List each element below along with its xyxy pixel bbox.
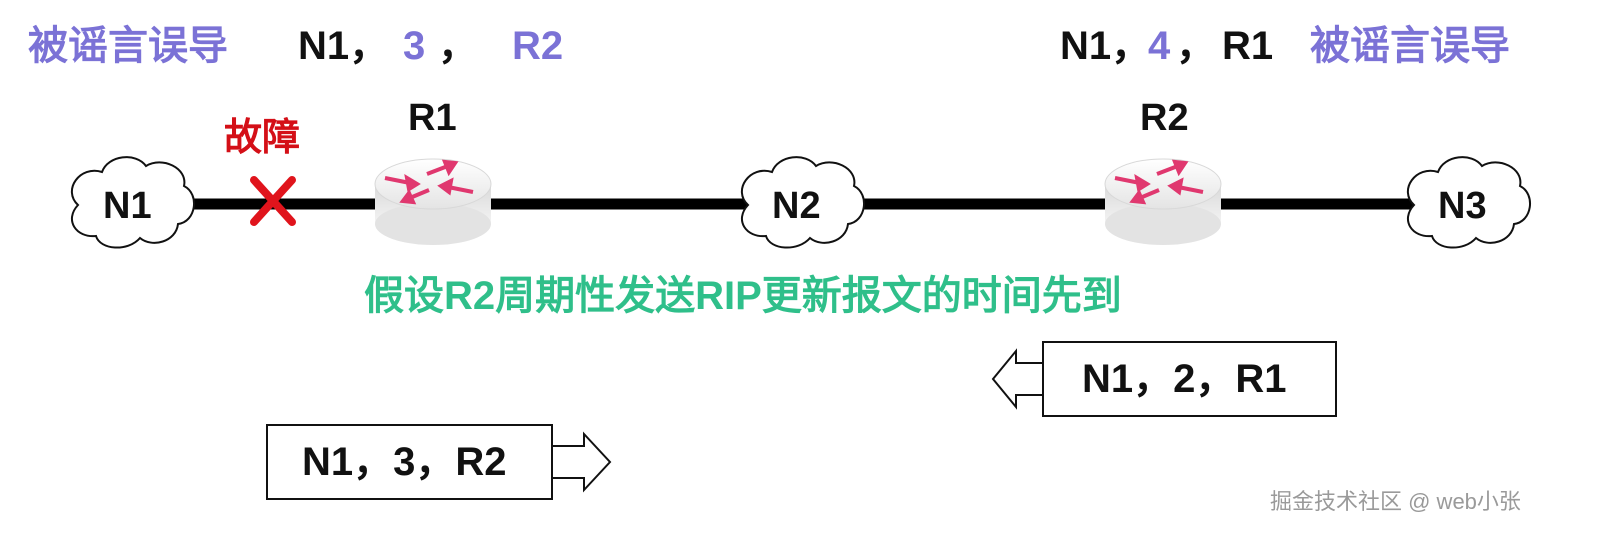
- caption: 假设R2周期性发送RIP更新报文的时间先到: [364, 274, 1122, 318]
- router-r2-icon: [1104, 158, 1222, 245]
- route-left-separator: ，: [438, 24, 478, 68]
- arrow-left-icon: [991, 348, 1044, 410]
- router-r1-label: R1: [408, 97, 457, 139]
- route-right-metric: 4: [1148, 24, 1171, 68]
- route-right-network: N1，: [1060, 24, 1152, 68]
- cloud-n1-icon: [71, 156, 196, 249]
- route-left-metric: 3: [403, 24, 426, 68]
- message-left-text: N1，2，R1: [1082, 357, 1287, 401]
- watermark: 掘金技术社区 @ web小张: [1270, 489, 1521, 514]
- fault-x-icon: [250, 176, 296, 226]
- network-n3-label: N3: [1438, 185, 1487, 227]
- network-n2-label: N2: [772, 185, 821, 227]
- message-right-text: N1，3，R2: [302, 440, 507, 484]
- arrow-right-icon: [551, 431, 612, 493]
- route-right-separator: ，: [1176, 24, 1216, 68]
- route-left-network: N1，: [298, 24, 390, 68]
- rumor-label-left: 被谣言误导: [28, 24, 228, 68]
- router-r2-label: R2: [1140, 97, 1189, 139]
- cloud-n3-icon: [1407, 156, 1532, 249]
- route-left-next-hop: R2: [512, 24, 564, 68]
- message-box-left-frame: [991, 341, 1337, 417]
- network-n1-label: N1: [103, 185, 152, 227]
- route-right-next-hop: R1: [1222, 24, 1274, 68]
- router-r1-icon: [374, 158, 492, 245]
- cloud-n2-icon: [741, 156, 866, 249]
- fault-label: 故障: [224, 117, 301, 159]
- rumor-label-right: 被谣言误导: [1310, 24, 1510, 68]
- message-box-right-frame: [266, 424, 612, 500]
